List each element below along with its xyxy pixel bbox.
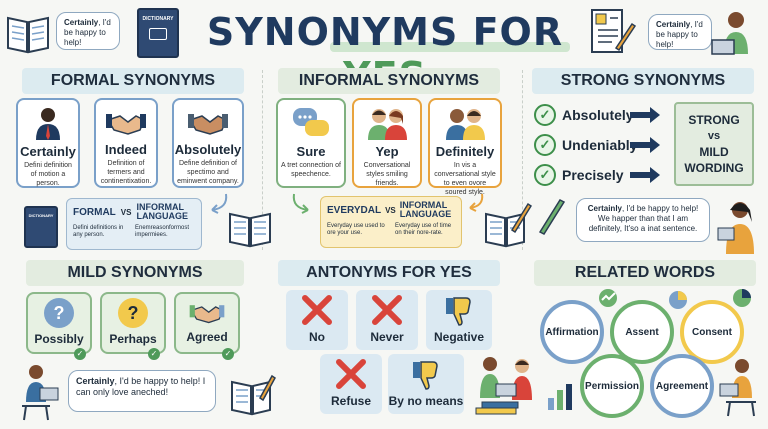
formal-vs-informal-compare: FORMAL VS INFORMAL LANGUAGE Defini defin…	[66, 198, 202, 250]
mild-card-possibly: ? Possibly	[26, 292, 92, 354]
related-word-affirmation: Affirmation	[540, 300, 604, 364]
antonym-card-refuse: Refuse	[320, 354, 382, 414]
formal-synonyms-heading: FORMAL SYNONYMS	[22, 68, 244, 94]
handshake-icon	[189, 300, 225, 326]
formal-card-absolutely: Absolutely Define definition of spectimo…	[172, 98, 244, 188]
pencil-icon	[536, 196, 566, 236]
dictionary-label: DICTIONARY	[142, 16, 174, 22]
right-arrow-icon	[630, 137, 660, 153]
curved-arrow-icon	[464, 192, 486, 214]
antonym-card-never: Never	[356, 290, 418, 350]
dictionary-icon: DICTIONARY	[137, 8, 179, 58]
book-pencil-icon	[230, 372, 276, 418]
mild-card-perhaps: ? Perhaps	[100, 292, 166, 354]
mild-card-agreed: Agreed	[174, 292, 240, 354]
person-laptop-chair-icon	[716, 356, 762, 418]
everyday-vs-informal-compare: EVERYDAL VS INFORMAL LANGUAGE Everyday u…	[320, 196, 462, 248]
check-badge-icon: ✓	[74, 348, 86, 360]
bar-chart-icon	[546, 382, 576, 410]
businessman-icon	[33, 106, 63, 140]
strong-item-absolutely: ✓ Absolutely	[534, 104, 664, 126]
person-laptop-icon	[708, 8, 760, 60]
antonyms-heading: ANTONYMS FOR YES	[278, 260, 500, 286]
related-words-heading: RELATED WORDS	[534, 260, 756, 286]
two-friends-icon	[365, 106, 409, 140]
antonym-card-no: No	[286, 290, 348, 350]
mild-speech-bubble: Certainly, I'd be happy to help! I can o…	[68, 370, 216, 412]
dictionary-book-icon: DICTIONARY	[24, 206, 58, 248]
right-arrow-icon	[630, 167, 660, 183]
top-left-speech-bubble: Certainly, I'd be happy to help!	[56, 12, 120, 50]
strong-item-undeniably: ✓ Undeniably	[534, 134, 664, 156]
strong-speech-bubble: Certainly, I'd be happy to help! We happ…	[576, 198, 710, 242]
thumbs-down-icon	[444, 294, 474, 326]
curved-arrow-icon	[206, 192, 230, 216]
question-mark-icon: ?	[44, 298, 74, 328]
strong-item-precisely: ✓ Precisely	[534, 164, 664, 186]
formal-card-certainly: Certainly Defini definition of motion a …	[16, 98, 80, 188]
related-word-consent: Consent	[680, 300, 744, 364]
right-arrow-icon	[630, 107, 660, 123]
woman-tablet-icon	[714, 198, 760, 254]
divider-right	[522, 70, 523, 250]
students-studying-icon	[474, 354, 546, 420]
chat-bubbles-icon	[291, 106, 331, 140]
handshake-icon	[106, 108, 146, 138]
checkmark-chart-icon	[596, 288, 620, 308]
group-friends-icon	[443, 106, 487, 140]
strong-synonyms-heading: STRONG SYNONYMS	[532, 68, 754, 94]
check-circle-icon: ✓	[534, 104, 556, 126]
book-pencil-icon	[484, 200, 533, 248]
check-badge-icon: ✓	[148, 348, 160, 360]
red-x-icon	[335, 358, 367, 390]
divider-left	[262, 70, 263, 250]
question-mark-icon: ?	[118, 298, 148, 328]
red-x-icon	[371, 294, 403, 326]
antonym-card-by-no-means: By no means	[388, 354, 464, 414]
mild-synonyms-heading: MILD SYNONYMS	[26, 260, 244, 286]
informal-card-yep: Yep Conversational styles smiling friend…	[352, 98, 422, 188]
check-badge-icon: ✓	[222, 348, 234, 360]
page-title: SYNONYMS FOR YES	[206, 10, 564, 98]
informal-card-definitely: Definitely In vis a conversational style…	[428, 98, 502, 196]
informal-synonyms-heading: INFORMAL SYNONYMS	[278, 68, 500, 94]
checklist-pencil-icon	[590, 8, 637, 56]
person-laptop-chair-icon	[14, 362, 62, 422]
red-x-icon	[301, 294, 333, 326]
formal-card-indeed: Indeed Definition of termers and contine…	[94, 98, 158, 188]
open-book-icon	[228, 210, 272, 248]
antonym-card-negative: Negative	[426, 290, 492, 350]
informal-card-sure: Sure A tret connection of speechence.	[276, 98, 346, 188]
related-word-permission: Permission	[580, 354, 644, 418]
top-right-speech-bubble: Certainly, I'd be happy to help!	[648, 14, 712, 50]
curved-arrow-icon	[290, 192, 314, 216]
pie-chart-icon	[732, 288, 752, 308]
related-word-assent: Assent	[610, 300, 674, 364]
strong-vs-mild-box: STRONG vs MILD WORDING	[674, 102, 754, 186]
pie-chart-icon	[668, 290, 688, 310]
check-circle-icon: ✓	[534, 134, 556, 156]
open-book-icon	[6, 12, 50, 54]
handshake-icon	[188, 108, 228, 138]
thumbs-down-icon	[411, 358, 441, 390]
check-circle-icon: ✓	[534, 164, 556, 186]
related-word-agreement: Agreement	[650, 354, 714, 418]
